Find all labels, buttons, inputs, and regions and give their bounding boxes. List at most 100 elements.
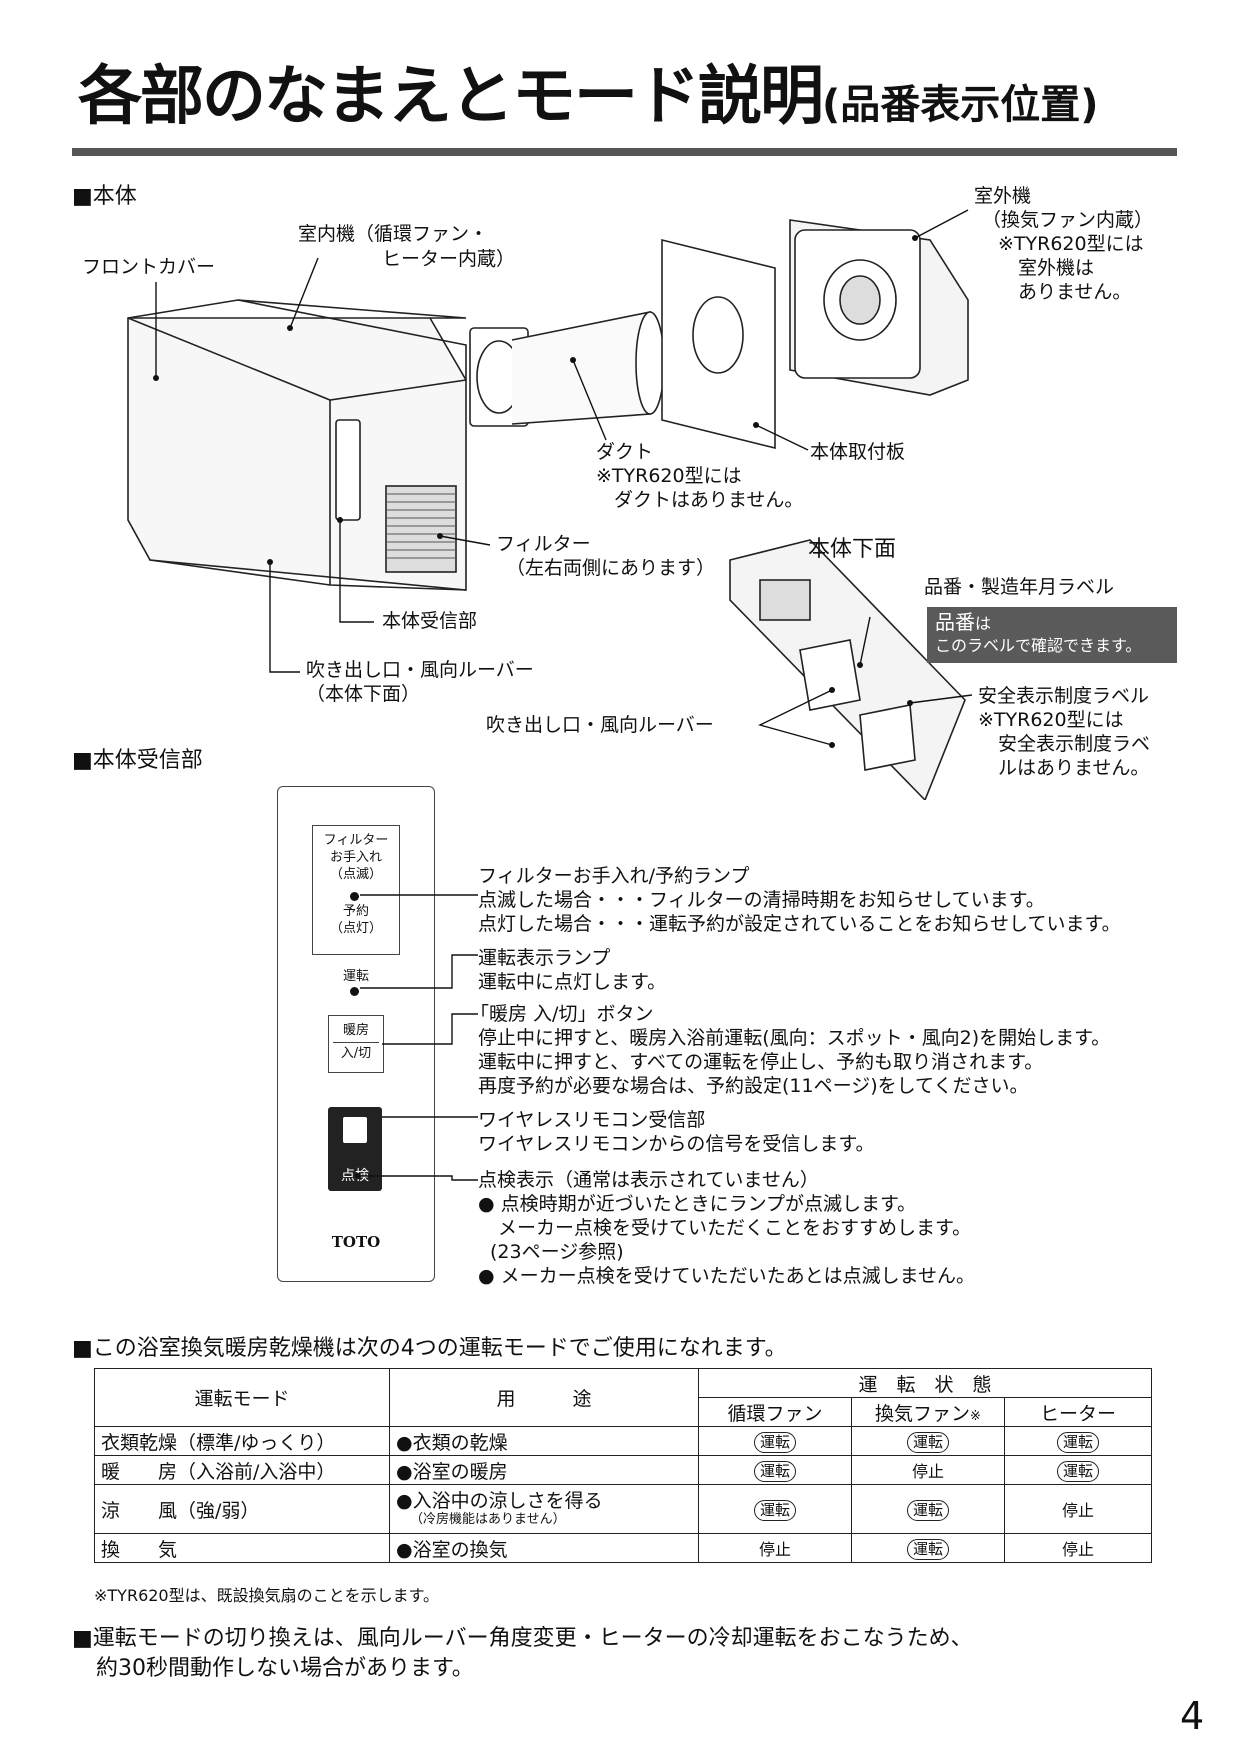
modes-heading: ■この浴室換気暖房乾燥機は次の4つの運転モードでご使用になれます。 bbox=[72, 1336, 787, 1361]
label-safety: 安全表示制度ラベル bbox=[978, 685, 1150, 707]
desc-wireless-title: ワイヤレスリモコン受信部 bbox=[478, 1109, 706, 1131]
state-pill: 運転 bbox=[906, 1431, 949, 1453]
desc-inspection-3: (23ページ参照) bbox=[490, 1241, 624, 1263]
switch-note-2: 約30秒間動作しない場合があります。 bbox=[96, 1656, 474, 1681]
run-lamp-indicator bbox=[350, 987, 359, 996]
label-duct-3: ダクトはありません。 bbox=[614, 489, 804, 511]
label-outdoor-unit-2: （換気ファン内蔵） bbox=[982, 209, 1154, 231]
header-mode: 運転モード bbox=[94, 1368, 390, 1427]
label-duct-2: ※TYR620型には bbox=[596, 465, 742, 487]
label-outlet-2: （本体下面） bbox=[306, 683, 421, 705]
header-vent-fan: 換気ファン※ bbox=[851, 1397, 1005, 1427]
label-receiver: 本体受信部 bbox=[382, 610, 478, 632]
model-number-callout: 品番は このラベルで確認できます。 bbox=[927, 607, 1177, 663]
label-outlet-bottom: 吹き出し口・風向ルーバー bbox=[486, 714, 714, 736]
use-cell: ●浴室の暖房 bbox=[389, 1455, 699, 1485]
panel-filter-1: フィルター bbox=[323, 833, 389, 848]
state-pill: 運転 bbox=[753, 1460, 796, 1482]
label-indoor-unit-2: ヒーター内蔵） bbox=[382, 248, 516, 270]
section-receiver-heading: ■本体受信部 bbox=[72, 748, 203, 773]
label-filter-2: （左右両側にあります） bbox=[506, 557, 716, 579]
circ-cell: 運転 bbox=[698, 1455, 852, 1485]
filter-lamp-indicator bbox=[350, 892, 359, 901]
state-pill: 運転 bbox=[1056, 1460, 1099, 1482]
switch-note-1: ■運転モードの切り換えは、風向ルーバー角度変更・ヒーターの冷却運転をおこなうため… bbox=[72, 1626, 973, 1651]
desc-filter-lamp-blink: 点滅した場合・・・フィルターの清掃時期をお知らせしています。 bbox=[478, 889, 1045, 911]
heater-cell: 停止 bbox=[1004, 1484, 1152, 1534]
panel-yoyaku-1: 予約 bbox=[342, 904, 369, 919]
label-outdoor-unit-4: 室外機は bbox=[1018, 257, 1095, 279]
heater-cell: 運転 bbox=[1004, 1426, 1152, 1456]
vent-cell: 運転 bbox=[851, 1484, 1005, 1534]
panel-yoyaku-2: （点灯） bbox=[329, 921, 382, 936]
header-vent-fan-label: 換気ファン bbox=[875, 1402, 971, 1425]
receiver-leaders bbox=[355, 894, 478, 1181]
label-mount-plate: 本体取付板 bbox=[810, 441, 906, 463]
state-pill: 運転 bbox=[753, 1431, 796, 1453]
heating-toggle-button[interactable]: 暖房 入/切 bbox=[328, 1015, 384, 1073]
label-outdoor-unit-5: ありません。 bbox=[1018, 281, 1132, 303]
page-title-paren: (品番表示位置) bbox=[822, 82, 1099, 128]
desc-inspection-4: ● メーカー点検を受けていただいたあとは点滅しません。 bbox=[478, 1265, 976, 1287]
mode-cell: 涼 風（強/弱） bbox=[94, 1484, 390, 1534]
label-safety-4: ルはありません。 bbox=[998, 757, 1150, 779]
label-outlet: 吹き出し口・風向ルーバー bbox=[306, 659, 534, 681]
unit-illustration bbox=[127, 209, 973, 800]
header-heater: ヒーター bbox=[1004, 1397, 1152, 1427]
mode-cell: 衣類乾燥（標準/ゆっくり） bbox=[94, 1426, 390, 1456]
page-title: 各部のなまえとモード説明(品番表示位置) bbox=[78, 60, 1099, 134]
circ-cell: 停止 bbox=[698, 1533, 852, 1563]
use-cell: ●浴室の換気 bbox=[389, 1533, 699, 1563]
use-note: （冷房機能はありません） bbox=[410, 1512, 566, 1527]
panel-danbo-1: 暖房 bbox=[342, 1023, 369, 1038]
mode-cell: 換 気 bbox=[94, 1533, 390, 1563]
desc-heating-button-1: 停止中に押すと、暖房入浴前運転(風向：スポット・風向2)を開始します。 bbox=[478, 1027, 1111, 1049]
receiver-panel: フィルター お手入れ （点滅） 予約 （点灯） 運転 暖房 入/切 点検 TOT… bbox=[277, 786, 435, 1282]
circ-cell: 運転 bbox=[698, 1426, 852, 1456]
state-pill: 運転 bbox=[906, 1538, 949, 1560]
circ-cell: 運転 bbox=[698, 1484, 852, 1534]
label-duct: ダクト bbox=[596, 441, 654, 463]
use-cell: ●入浴中の涼しさを得る （冷房機能はありません） bbox=[389, 1484, 699, 1534]
heater-cell: 運転 bbox=[1004, 1455, 1152, 1485]
label-bottom-view: 本体下面 bbox=[808, 537, 897, 562]
desc-inspection-1: ● 点検時期が近づいたときにランプが点滅します。 bbox=[478, 1193, 917, 1215]
label-model-date: 品番・製造年月ラベル bbox=[924, 576, 1115, 598]
header-state: 運 転 状 態 bbox=[698, 1368, 1152, 1398]
page-number: 4 bbox=[1180, 1694, 1205, 1738]
heater-cell: 停止 bbox=[1004, 1533, 1152, 1563]
receiver-window bbox=[343, 1117, 367, 1143]
label-outdoor-unit-3: ※TYR620型には bbox=[998, 233, 1144, 255]
desc-filter-lamp-title: フィルターお手入れ/予約ランプ bbox=[478, 865, 750, 887]
header-use: 用 途 bbox=[389, 1368, 699, 1427]
use-cell: ●衣類の乾燥 bbox=[389, 1426, 699, 1456]
panel-unten-label: 運転 bbox=[342, 969, 369, 984]
desc-heating-button-3: 再度予約が必要な場合は、予約設定(11ページ)をしてください。 bbox=[478, 1075, 1029, 1097]
filter-lamp-box: フィルター お手入れ （点滅） 予約 （点灯） bbox=[312, 825, 400, 955]
label-indoor-unit: 室内機（循環ファン・ bbox=[298, 223, 489, 245]
vent-cell: 運転 bbox=[851, 1533, 1005, 1563]
desc-wireless-text: ワイヤレスリモコンからの信号を受信します。 bbox=[478, 1133, 875, 1155]
panel-danbo-2: 入/切 bbox=[333, 1042, 379, 1062]
desc-run-lamp-text: 運転中に点灯します。 bbox=[478, 971, 667, 993]
desc-run-lamp-title: 運転表示ランプ bbox=[478, 947, 611, 969]
label-safety-2: ※TYR620型には bbox=[978, 709, 1124, 731]
desc-inspection-title: 点検表示（通常は表示されていません） bbox=[478, 1169, 819, 1191]
desc-heating-button-2: 運転中に押すと、すべての運転を停止し、予約も取り消されます。 bbox=[478, 1051, 1044, 1073]
brand-logo: TOTO bbox=[331, 1233, 381, 1251]
header-circ-fan: 循環ファン bbox=[698, 1397, 852, 1427]
model-callout-suffix: は bbox=[975, 614, 992, 633]
table-row: 衣類乾燥（標準/ゆっくり） ●衣類の乾燥 運転 運転 運転 bbox=[94, 1426, 1152, 1456]
state-pill: 運転 bbox=[906, 1499, 949, 1521]
model-callout-text: このラベルで確認できます。 bbox=[935, 636, 1142, 655]
label-front-cover: フロントカバー bbox=[82, 256, 216, 278]
header-vent-fan-mark: ※ bbox=[970, 1408, 981, 1424]
model-callout-title: 品番 bbox=[935, 610, 975, 634]
section-body-heading: ■本体 bbox=[72, 184, 137, 209]
panel-filter-3: （点滅） bbox=[329, 867, 382, 882]
use-text: ●入浴中の涼しさを得る bbox=[396, 1490, 603, 1512]
label-filter: フィルター bbox=[496, 533, 591, 555]
panel-filter-2: お手入れ bbox=[329, 850, 382, 865]
vent-cell: 停止 bbox=[851, 1455, 1005, 1485]
desc-heating-button-title: 「暖房 入/切」ボタン bbox=[470, 1003, 654, 1025]
